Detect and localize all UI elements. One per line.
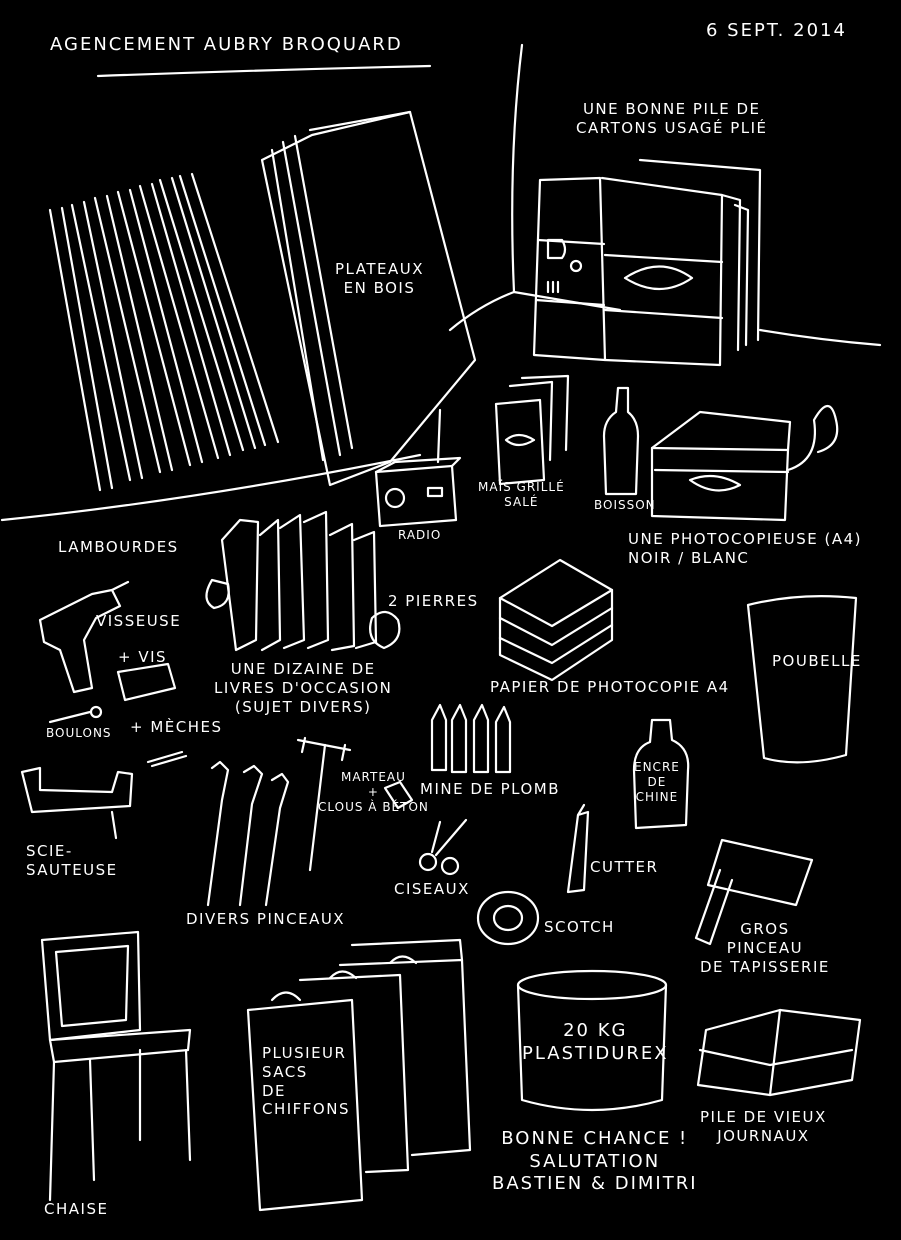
nails-box-drawing [383,780,414,810]
label-vis: + vis [118,648,168,666]
bottle-drawing [602,386,640,496]
trash-can-drawing [746,595,858,764]
label-cutter: Cutter [590,858,659,876]
drill-drawing [38,580,177,702]
books-drawing [205,510,401,652]
big-brush-drawing [694,838,814,946]
label-mine: Mine de plomb [420,780,561,798]
label-cartons: Une bonne pile de cartons usagé plié [576,100,768,137]
pencils-drawing [430,703,512,774]
label-mais: Maïs grillé salé [478,480,565,509]
page-title: Agencement Aubry Broquard [50,34,403,55]
label-boulons: Boulons [46,726,112,740]
bucket-drawing [516,969,668,1112]
label-scie: Scie- sauteuse [26,842,118,879]
label-gros-pinceau: Gros pinceau de tapisserie [700,920,830,976]
label-boisson: Boisson [594,498,656,512]
label-marteau: Marteau + clous à béton [318,770,429,814]
wall-corner-line [511,43,524,294]
tape-drawing [476,890,540,946]
label-scotch: Scotch [544,918,615,936]
label-ciseaux: Ciseaux [394,880,470,898]
label-encre: Encre de chine [634,760,680,804]
label-radio: Radio [398,528,442,542]
floor-line-left [0,453,422,522]
label-visseuse: Visseuse [96,612,182,630]
signoff: Bonne chance ! Salutation Bastien & Dimi… [492,1128,698,1194]
label-pinceaux: Divers pinceaux [186,910,346,928]
scissors-drawing [418,818,468,876]
cutter-drawing [566,803,590,894]
ink-bottle-drawing [632,718,690,830]
radio-drawing [374,408,462,528]
label-meches: + mèches [130,718,223,736]
label-livres: Une dizaine de livres d'occasion (sujet … [214,660,393,716]
brushes-drawing [206,760,290,907]
lambourdes-drawing [48,172,280,492]
label-lambourdes: Lambourdes [58,538,179,556]
title-underline [96,64,432,78]
label-plastidurex: 20 kg Plastidurex [522,1020,669,1064]
date: 6 sept. 2014 [706,20,847,41]
label-plateaux: Plateaux en bois [335,260,424,297]
hammer-drawing [296,736,352,872]
floor-line-right [512,290,622,312]
label-papier: Papier de photocopie A4 [490,678,730,696]
label-chaise: Chaise [44,1200,109,1218]
label-journaux: Pile de vieux journaux [700,1108,827,1145]
floor-line-far [448,290,516,332]
paper-stack-drawing [498,558,614,682]
photocopier-drawing [650,404,839,522]
bolts-drawing [48,705,188,768]
chair-drawing [40,930,192,1202]
jigsaw-drawing [20,766,134,840]
cartons-drawing [532,158,762,367]
plateaux-drawing [260,110,477,487]
label-photocopieuse: Une photocopieuse (A4) noir / blanc [628,530,863,567]
label-poubelle: Poubelle [772,652,862,670]
mais-drawing [494,374,570,486]
label-chiffons: Plusieur sacs de chiffons [262,1044,350,1119]
newspapers-drawing [696,1008,862,1097]
bags-drawing [246,938,472,1212]
label-pierres: 2 pierres [388,592,479,610]
